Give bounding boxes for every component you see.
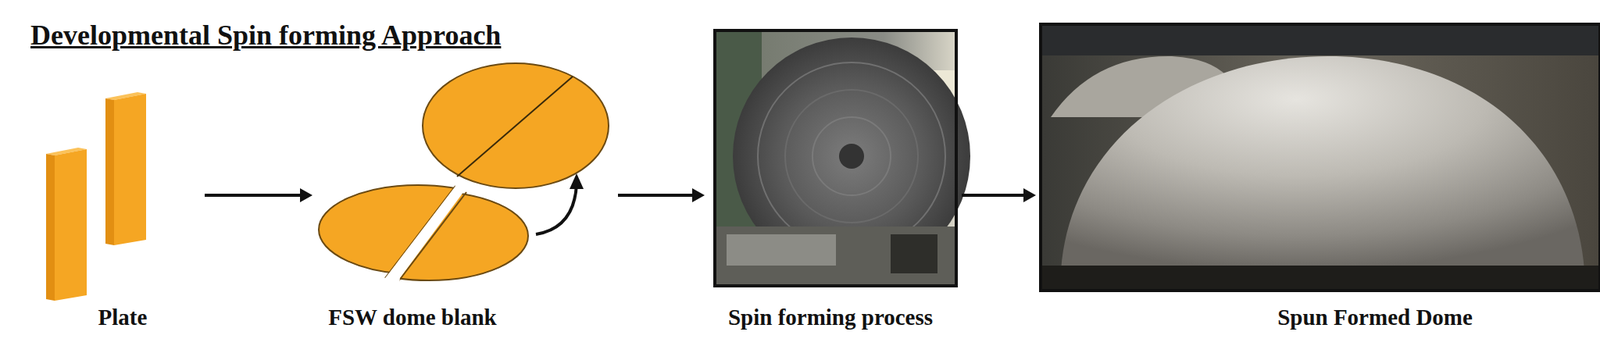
stage-caption: Spun Formed Dome <box>1277 304 1473 331</box>
stage-group: FSW dome blank <box>312 54 618 336</box>
flow-arrow <box>617 188 705 203</box>
stage-caption: Plate <box>98 304 148 331</box>
dome-photo <box>1040 24 1600 291</box>
plate-illustration <box>46 92 147 301</box>
stage-group: Plate <box>39 85 205 336</box>
dome-blank-illustration <box>318 63 609 285</box>
stage-caption: Spin forming process <box>728 304 933 331</box>
title: Developmental Spin forming Approach <box>30 18 501 53</box>
flow-arrow <box>204 188 313 203</box>
stage-group: Spun Formed Dome <box>1035 18 1599 336</box>
flow-arrow <box>961 188 1036 203</box>
stage-caption: FSW dome blank <box>328 304 497 331</box>
spin-forming-photo <box>714 30 971 286</box>
stage-group: Spin forming process <box>704 23 962 336</box>
